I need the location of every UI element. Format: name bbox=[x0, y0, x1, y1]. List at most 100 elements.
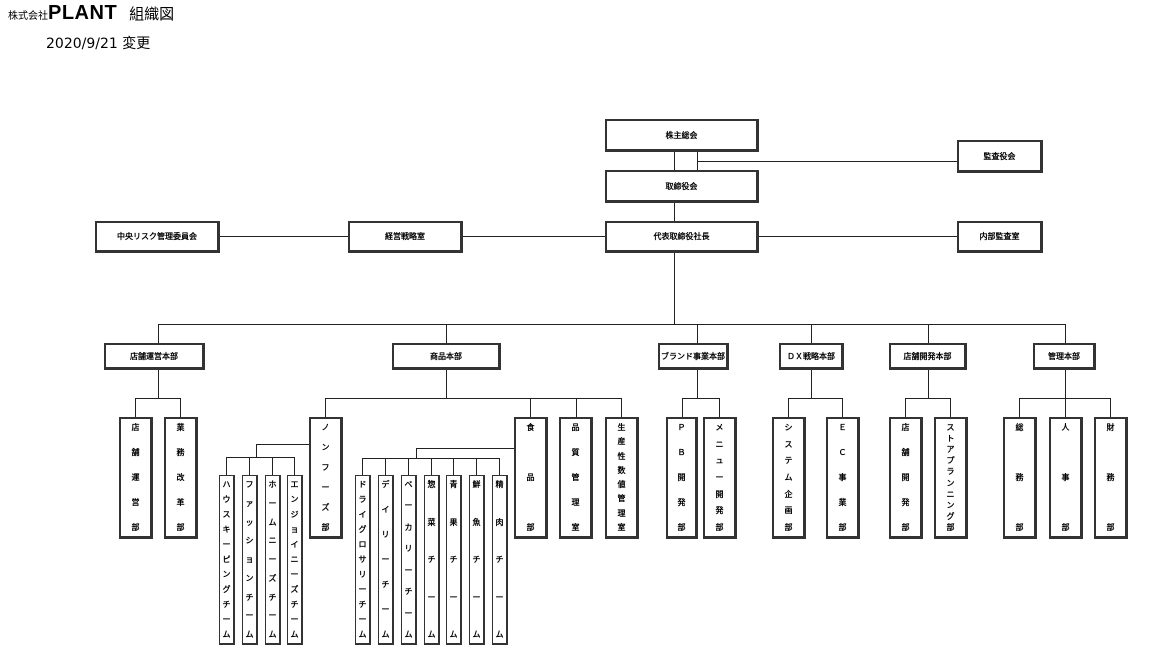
dept-menu-development[interactable]: メニュー開発部 bbox=[703, 417, 737, 539]
box-label-char: ノ bbox=[321, 423, 330, 432]
division-administration[interactable]: 管理本部 bbox=[1033, 343, 1096, 370]
box-label-char: リ bbox=[381, 530, 390, 539]
box-label-char: チ bbox=[381, 580, 390, 589]
division-store-operations[interactable]: 店舗運営本部 bbox=[104, 343, 205, 370]
box-label-char: ム bbox=[404, 629, 413, 639]
box-label-char: デ bbox=[381, 480, 390, 489]
dept-store-planning[interactable]: ストアプランニング部 bbox=[934, 417, 968, 539]
box-label-char: 食 bbox=[526, 423, 535, 432]
box-label-char: 魚 bbox=[472, 517, 481, 527]
box-label-char: 改 bbox=[176, 473, 185, 482]
box-label-char: サ bbox=[358, 555, 367, 564]
box-label-char: 値 bbox=[617, 480, 626, 490]
box-label-char: チ bbox=[404, 587, 413, 597]
team-housekeeping[interactable]: ハウスキーピングチーム bbox=[219, 475, 235, 645]
box-label-char: 品 bbox=[571, 423, 580, 432]
box-label-char: ア bbox=[946, 445, 955, 455]
box-label-char: フ bbox=[245, 480, 254, 489]
dept-general-affairs[interactable]: 総務部 bbox=[1003, 417, 1037, 539]
box-label: 監査役会 bbox=[983, 151, 1016, 161]
division-store-development[interactable]: 店舗開発本部 bbox=[889, 343, 967, 370]
box-label-char: ー bbox=[358, 615, 367, 624]
team-enjoy-needs[interactable]: エンジョイニーズチーム bbox=[287, 475, 303, 645]
shareholders-meeting-box[interactable]: 株主総会 bbox=[605, 119, 759, 152]
box-label-char: ム bbox=[495, 630, 504, 639]
box-label: 商品本部 bbox=[430, 351, 462, 361]
dept-system-planning[interactable]: システム企画部 bbox=[772, 417, 806, 539]
box-label-char: 鮮 bbox=[472, 480, 481, 489]
box-label-char: 発 bbox=[677, 498, 686, 507]
dept-foods[interactable]: 食品部 bbox=[514, 417, 548, 539]
box-label-char: ニ bbox=[715, 439, 724, 449]
box-label-char: ュ bbox=[715, 456, 724, 466]
box-label: 内部監査室 bbox=[979, 232, 1020, 241]
box-label-char: シ bbox=[245, 536, 254, 546]
risk-committee-box[interactable]: 中央リスク管理委員会 bbox=[95, 221, 220, 253]
dept-business-reform[interactable]: 業務改革部 bbox=[164, 417, 198, 539]
team-home-needs[interactable]: ホームニーズチーム bbox=[265, 475, 281, 645]
team-fashion[interactable]: ファッションチーム bbox=[242, 475, 258, 645]
strategy-office-box[interactable]: 経営戦略室 bbox=[348, 221, 463, 253]
division-merchandise[interactable]: 商品本部 bbox=[392, 343, 501, 370]
box-label-char: 開 bbox=[677, 473, 686, 482]
box-label-char: ト bbox=[946, 434, 955, 444]
box-label-char: イ bbox=[358, 510, 367, 519]
box-label-char: ー bbox=[222, 540, 231, 549]
division-brand-business[interactable]: ブランド事業本部 bbox=[658, 343, 729, 370]
box-label-char: チ bbox=[427, 555, 436, 564]
box-label-char: ム bbox=[427, 630, 436, 639]
box-label-char: 舗 bbox=[131, 448, 140, 457]
box-label-char: ー bbox=[245, 611, 254, 621]
board-box[interactable]: 取締役会 bbox=[605, 170, 759, 203]
team-deli[interactable]: 惣菜チーム bbox=[424, 475, 440, 645]
revision-date: 2020/9/21 変更 bbox=[46, 36, 151, 52]
box-label-char: ー bbox=[268, 611, 277, 621]
box-label-char: フ bbox=[321, 463, 330, 472]
dept-productivity-metrics[interactable]: 生産性数値管理室 bbox=[605, 417, 639, 539]
box-label-char: ジ bbox=[290, 510, 299, 519]
dept-finance[interactable]: 財務部 bbox=[1094, 417, 1128, 539]
box-label-char: 部 bbox=[1106, 523, 1115, 532]
team-bakery[interactable]: ベーカリーチーム bbox=[401, 475, 417, 645]
box-label-char: 管 bbox=[617, 494, 626, 504]
team-dry-grocery[interactable]: ドライグロサリーチーム bbox=[355, 475, 371, 645]
dept-store-development[interactable]: 店舗開発部 bbox=[889, 417, 923, 539]
dept-quality-control[interactable]: 品質管理室 bbox=[559, 417, 593, 539]
box-label-char: リ bbox=[358, 570, 367, 579]
internal-audit-box[interactable]: 内部監査室 bbox=[957, 221, 1043, 253]
box-label-char: ホ bbox=[268, 480, 277, 489]
box-label-char: 企 bbox=[784, 489, 793, 499]
box-label-char: ー bbox=[404, 501, 413, 511]
box-label-char: 菜 bbox=[427, 517, 436, 527]
box-label-char: 品 bbox=[526, 473, 535, 482]
team-produce[interactable]: 青果チーム bbox=[446, 475, 462, 645]
division-dx-strategy[interactable]: ＤＸ戦略本部 bbox=[779, 343, 844, 370]
box-label-char: 発 bbox=[901, 498, 910, 507]
box-label-char: 人 bbox=[1061, 423, 1070, 432]
box-label-char: 部 bbox=[715, 522, 724, 532]
box-label: 管理本部 bbox=[1048, 351, 1080, 361]
box-label-char: 舗 bbox=[901, 448, 910, 457]
dept-nonfoods[interactable]: ノンフーズ部 bbox=[309, 417, 343, 539]
team-meat[interactable]: 精肉チーム bbox=[492, 475, 508, 645]
president-box[interactable]: 代表取締役社長 bbox=[605, 221, 759, 253]
auditors-box[interactable]: 監査役会 bbox=[957, 140, 1043, 173]
brand-name: PLANT bbox=[48, 2, 118, 24]
box-label-char: 部 bbox=[321, 523, 330, 532]
box-label: 中央リスク管理委員会 bbox=[117, 232, 197, 241]
box-label-char: ム bbox=[472, 630, 481, 639]
box-label: ＤＸ戦略本部 bbox=[787, 351, 835, 361]
box-label-char: チ bbox=[245, 592, 254, 602]
dept-human-resources[interactable]: 人事部 bbox=[1049, 417, 1083, 539]
box-label-char: ン bbox=[946, 500, 955, 510]
box-label-char: ム bbox=[381, 630, 390, 639]
team-daily[interactable]: デイリーチーム bbox=[378, 475, 394, 645]
box-label-char: 業 bbox=[176, 423, 185, 432]
dept-store-operations[interactable]: 店舗運営部 bbox=[119, 417, 153, 539]
team-seafood[interactable]: 鮮魚チーム bbox=[469, 475, 485, 645]
box-label-char: ピ bbox=[222, 555, 231, 564]
box-label-char: シ bbox=[784, 423, 793, 432]
